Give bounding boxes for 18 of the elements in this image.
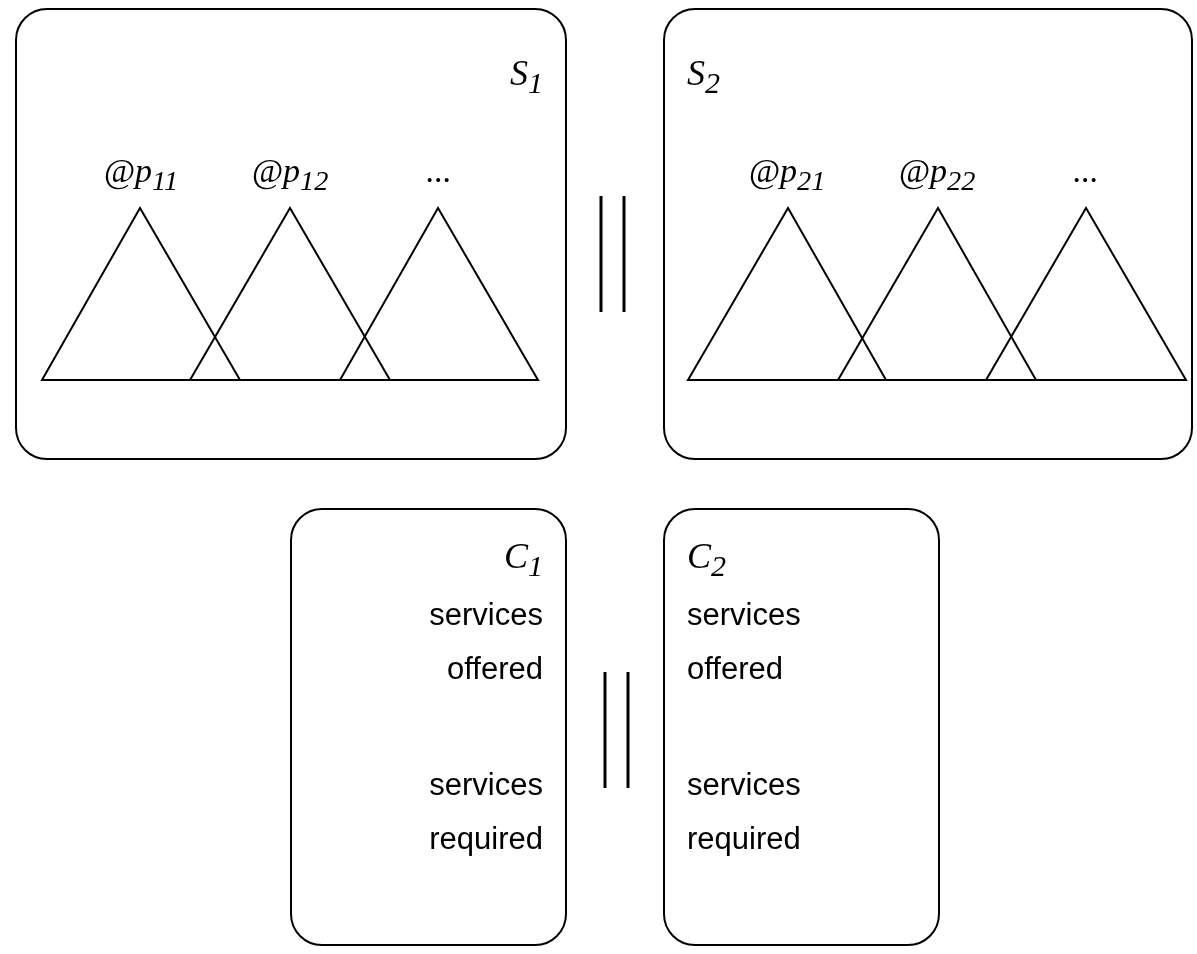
system-box (663, 8, 1193, 460)
box-heading: S$_{1}$ (510, 52, 543, 101)
service-text: services required (687, 766, 802, 858)
box-heading: C$_{2}$ (687, 535, 726, 584)
pattern-label: @p$_{22}$ (897, 152, 977, 197)
pattern-label: @p$_{21}$ (747, 152, 827, 197)
service-text: services offered (687, 596, 802, 688)
pattern-label: ... (1072, 152, 1100, 190)
box-heading: C$_{1}$ (504, 535, 543, 584)
system-box (15, 8, 567, 460)
service-text: services offered (428, 596, 543, 688)
box-heading: S$_{2}$ (687, 52, 720, 101)
component-box (290, 508, 567, 946)
pattern-label: @p$_{12}$ (250, 152, 330, 197)
service-text: services required (428, 766, 543, 858)
pattern-label: @p$_{11}$ (102, 152, 180, 197)
pattern-label: ... (425, 152, 453, 190)
component-box (663, 508, 940, 946)
